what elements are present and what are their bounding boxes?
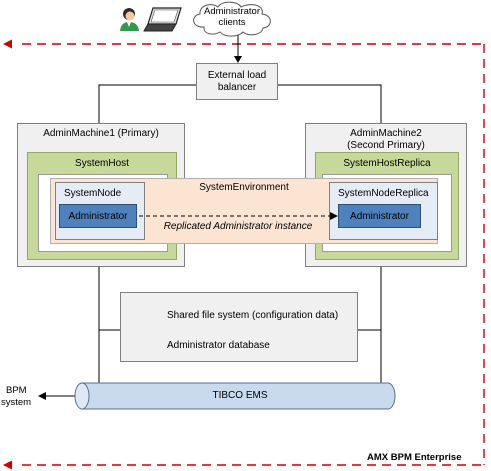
- laptop-icon: [143, 7, 182, 32]
- clients-arrow: [234, 56, 242, 63]
- boundary-arrow-bottom: [3, 460, 12, 470]
- system-environment-label: SystemEnvironment: [199, 182, 289, 193]
- enterprise-label: AMX BPM Enterprise: [367, 452, 462, 463]
- admin-machine-2-title-1: AdminMachine2: [350, 128, 422, 139]
- user-icon: [120, 8, 139, 31]
- system-node-replica-label: SystemNodeReplica: [338, 188, 429, 199]
- replication-label: Replicated Administrator instance: [163, 221, 313, 232]
- replication-arrow: [139, 212, 338, 220]
- admin-machine-2-title-2: (Second Primary): [347, 140, 425, 151]
- system-host-label: SystemHost: [75, 158, 129, 169]
- lb-to-machine1: [98, 84, 197, 123]
- admin-machine-1-title: AdminMachine1 (Primary): [43, 128, 159, 139]
- tibco-ems-label: TIBCO EMS: [212, 390, 268, 401]
- lb-to-machine2: [278, 84, 382, 123]
- load-balancer-label-2: balancer: [217, 82, 257, 93]
- boundary-arrow-top: [3, 39, 12, 49]
- system-host-replica-label: SystemHostReplica: [343, 158, 431, 169]
- load-balancer-label-1: External load: [207, 70, 267, 81]
- shared-file-system-label: Shared file system (configuration data): [167, 310, 339, 321]
- system-node-label: SystemNode: [64, 188, 122, 199]
- administrator-database-label: Administrator database: [167, 340, 270, 351]
- bpm-system-label-2: system: [1, 397, 32, 408]
- administrator-replica: Administrator: [338, 204, 421, 228]
- bpm-system-label-1: BPM: [6, 385, 27, 396]
- clients-label: Administrator clients: [204, 6, 260, 28]
- load-balancer-box: External load balancer: [196, 63, 278, 100]
- administrator-primary: Administrator: [59, 204, 137, 228]
- shared-storage-box: [120, 292, 358, 362]
